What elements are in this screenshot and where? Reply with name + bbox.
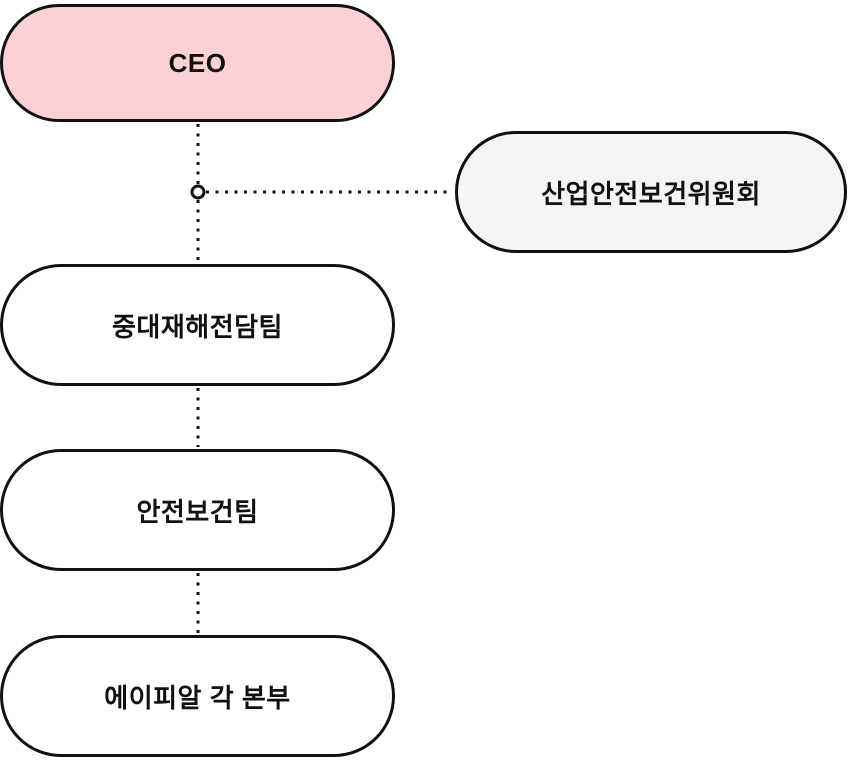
node-apr-divisions: 에이피알 각 본부 [0,635,395,757]
node-safety-health-team: 안전보건팀 [0,449,395,571]
node-safety-health-team-label: 안전보건팀 [136,496,259,527]
junction-dot [190,184,206,200]
node-ceo-label: CEO [168,47,227,78]
node-safety-committee: 산업안전보건위원회 [455,131,847,253]
node-ceo: CEO [0,4,395,122]
node-apr-divisions-label: 에이피알 각 본부 [104,682,291,713]
node-serious-accident-team-label: 중대재해전담팀 [112,311,283,342]
node-safety-committee-label: 산업안전보건위원회 [541,178,761,209]
node-serious-accident-team: 중대재해전담팀 [0,264,395,386]
